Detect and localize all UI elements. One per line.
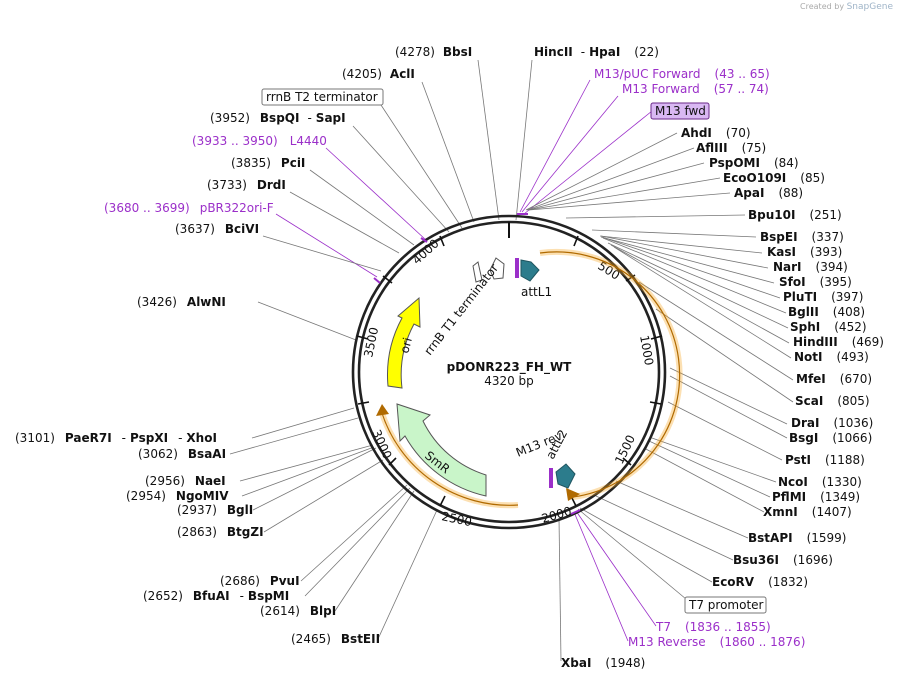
tick-label-2500: 2500 (440, 509, 473, 529)
smr-arc-arrowhead (376, 404, 389, 416)
label-pvui: (2686)PvuI (220, 574, 300, 588)
attL1-orange-arc-line (539, 251, 681, 498)
label-bsaai: (3062)BsaAI (138, 447, 226, 461)
label-bbsi: (4278)BbsI (395, 45, 472, 59)
label-noti: NotI(493) (794, 350, 869, 364)
label-drdi: (3733)DrdI (207, 178, 286, 192)
smr-feature (396, 403, 487, 497)
tick-label-2000: 2000 (540, 504, 573, 526)
label-blpi: (2614)BlpI (260, 604, 336, 618)
leader-lines (229, 59, 794, 662)
label-ahdi: AhdI(70) (681, 126, 751, 140)
label-l4440: (3933 .. 3950)L4440 (192, 134, 327, 148)
label-apai: ApaI(88) (734, 186, 803, 200)
ori-feature (387, 296, 421, 389)
label-drai: DraI(1036) (791, 416, 873, 430)
label-bgli: (2937)BglI (177, 503, 253, 517)
label-pbr322ori-f: (3680 .. 3699)pBR322ori-F (104, 201, 274, 215)
label-sfoi: SfoI(395) (779, 275, 852, 289)
tick-label-3500: 3500 (361, 326, 381, 359)
tick-label-1000: 1000 (637, 334, 656, 367)
label-m13-forward: M13 Forward(57 .. 74) (622, 82, 769, 96)
label-mfei: MfeI(670) (796, 372, 872, 386)
label-m13-fwd: M13 fwd (655, 104, 706, 118)
label-acli: (4205)AclI (342, 67, 415, 81)
label-naei: (2956)NaeI (145, 474, 226, 488)
label-nari: NarI(394) (773, 260, 848, 274)
label-bpu10i: Bpu10I(251) (748, 208, 842, 222)
m13rev-purple-mark (549, 468, 553, 488)
label-pcii: (3835)PciI (231, 156, 305, 170)
label-sphi: SphI(452) (790, 320, 867, 334)
label-bsgi: BsgI(1066) (789, 431, 872, 445)
label-bsteii: (2465)BstEII (291, 632, 380, 646)
t7-promoter-box (684, 596, 767, 614)
label-hindiii: HindIII(469) (793, 335, 884, 349)
m13-reverse-primer-bar (570, 509, 581, 515)
label-bspei: BspEI(337) (760, 230, 844, 244)
label-pspomi: PspOMI(84) (709, 156, 799, 170)
label-scai: ScaI(805) (795, 394, 870, 408)
label-xbai: XbaI(1948) (561, 656, 645, 670)
attL1-purple-mark (515, 258, 519, 278)
tick-label-1500: 1500 (612, 433, 638, 467)
label-alwni: (3426)AlwNI (137, 295, 226, 309)
rrnb-t1-label: rrnB T1 terminator (421, 261, 501, 358)
attL1-label: attL1 (521, 285, 552, 299)
ori-label: ori (397, 336, 415, 355)
label-ncoi: NcoI(1330) (778, 475, 862, 489)
rrnb-t1-arrow (472, 261, 483, 283)
attL1-feature (520, 259, 540, 282)
label-ecoo109i: EcoO109I(85) (723, 171, 825, 185)
pbr322ori-primer-bar (373, 277, 381, 284)
label-bfuai-bspmi: (2652)BfuAI-BspMI (143, 589, 289, 603)
label-btgzi: (2863)BtgZI (177, 525, 264, 539)
site-labels: (4278)BbsI HincII-HpaI(22) (4205)AclI M1… (15, 45, 884, 670)
backbone-outer (351, 214, 667, 530)
label-t7-promoter: T7 promoter (688, 598, 764, 612)
label-paer7i-pspxi-xhoi: (3101)PaeR7I-PspXI-XhoI (15, 431, 217, 445)
label-m13-reverse: M13 Reverse(1860 .. 1876) (628, 635, 805, 649)
label-xmni: XmnI(1407) (763, 505, 852, 519)
credit-prefix: Created by (800, 2, 845, 11)
label-pluti: PluTI(397) (783, 290, 863, 304)
label-ecorv: EcoRV(1832) (712, 575, 808, 589)
rrnb-t2-arrow (489, 257, 505, 280)
snapgene-credit: Created by SnapGene (800, 2, 893, 12)
label-m13-puc-forward: M13/pUC Forward(43 .. 65) (594, 67, 770, 81)
label-bsu36i: Bsu36I(1696) (733, 553, 833, 567)
label-pflmi: PflMI(1349) (772, 490, 860, 504)
label-bstapi: BstAPI(1599) (748, 531, 846, 545)
plasmid-name: pDONR223_FH_WT (447, 360, 573, 375)
label-ngomiv: (2954)NgoMIV (126, 489, 229, 503)
plasmid-size: 4320 bp (484, 374, 534, 388)
attL2-feature (555, 463, 576, 489)
label-kasi: KasI(393) (767, 245, 842, 259)
credit-app-name: SnapGene (846, 2, 893, 12)
label-t7-primer: T7(1836 .. 1855) (655, 620, 771, 634)
rrnb-t2-box (261, 88, 384, 106)
smr-orange-arc-line (380, 409, 519, 506)
label-afliii: AflIII(75) (696, 141, 766, 155)
label-bspqi-sapi: (3952)BspQI-SapI (210, 111, 346, 125)
label-psti: PstI(1188) (785, 453, 865, 467)
label-bglii: BglII(408) (788, 305, 865, 319)
attL1-arc-arrowhead (566, 488, 580, 501)
label-hincii-hpai: HincII-HpaI(22) (534, 45, 659, 59)
m13-fwd-box (650, 102, 710, 120)
l4440-primer-bar (420, 237, 428, 243)
label-bcivi: (3637)BciVI (175, 222, 259, 236)
label-rrnb-t2: rrnB T2 terminator (266, 90, 378, 104)
